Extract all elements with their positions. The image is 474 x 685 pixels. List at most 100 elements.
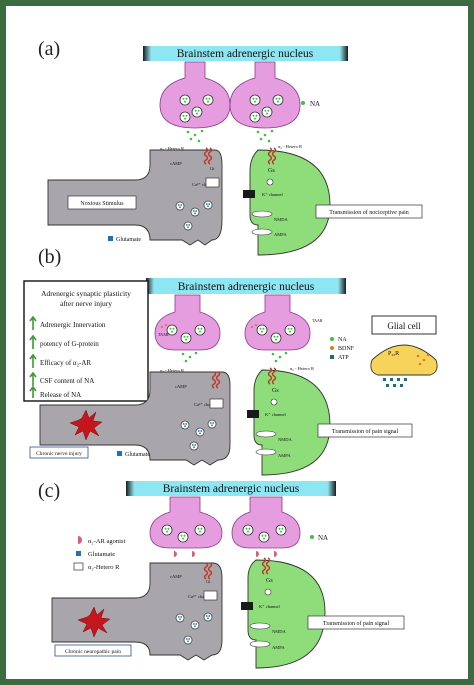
ca-channel-b (209, 398, 224, 409)
receptor-label-b-right: α₂ - Hetero R (290, 366, 314, 371)
glial-cell (370, 344, 438, 376)
postsynaptic-neuron-a (249, 149, 331, 256)
na-release-b (181, 351, 288, 363)
glial-bdnf-dots (416, 353, 430, 366)
gi-label-a: Gi (210, 166, 215, 171)
signal-box-c-text: Transmission of pain signal (323, 620, 390, 627)
noxious-stimulus-text: Noxious Stimulus (80, 201, 124, 207)
taar-label-b-2: TAAR (312, 318, 323, 323)
k-channel-a (243, 190, 255, 198)
plasticity-title-2: after nerve injury (60, 299, 112, 308)
ca-channel-label-b: Ca²⁺ channel (194, 402, 219, 407)
legend-c-hetero: α₂-Hetero R (88, 564, 120, 571)
nmda-label-a: NMDA (274, 217, 289, 222)
receptor-label-a-left: α₂ - Hetero R (160, 146, 184, 151)
svg-text:Release of NA: Release of NA (40, 391, 81, 399)
noxious-stimulus-box (67, 195, 137, 210)
agonist-markers-c (174, 551, 277, 557)
svg-text:CSF content of NA: CSF content of NA (40, 377, 94, 385)
signal-box-a (315, 204, 423, 219)
ca-channel-c (203, 590, 218, 601)
bdnf-legend-dot (330, 346, 334, 350)
presynaptic-terminal-right (229, 61, 301, 129)
up-arrow-icon (29, 315, 37, 330)
panel-b-letter: (b) (38, 246, 61, 268)
panel-b-title-bar (146, 278, 346, 294)
panel-c-letter: (c) (38, 480, 60, 502)
up-arrow-icon (29, 385, 37, 398)
glutamate-legend-square-c (76, 551, 81, 556)
legend-b-atp: ATP (338, 355, 349, 361)
plasticity-item: potency of G-protein (29, 334, 99, 349)
agonist-legend-icon (78, 536, 82, 544)
legend-c: α₂-AR agonist Glutamate α₂-Hetero R (73, 536, 125, 571)
injury-box (29, 446, 89, 459)
pain-box-text: Chronic neuropathic pain (65, 649, 121, 655)
gs-plus-c (264, 588, 272, 596)
panel-a-title-bar (143, 46, 348, 61)
gs-plus-a (266, 178, 274, 186)
gs-plus-b (270, 398, 278, 406)
receptor-label-a-right: α₂ - Hetero R (278, 144, 302, 149)
atp-legend-square (330, 355, 334, 359)
svg-text:Adrenergic Innervation: Adrenergic Innervation (40, 321, 106, 329)
ca-channel-a (205, 177, 220, 188)
gi-label-c: Gi (206, 579, 211, 584)
na-legend-label-c: NA (318, 534, 328, 542)
na-release-a (186, 129, 274, 143)
ampa-label-c: AMPA (272, 645, 285, 650)
svg-text:potency of G-protein: potency of G-protein (40, 340, 99, 348)
glutamate-legend-a: Glutamate (116, 237, 141, 243)
ca-channel-label-c: Ca²⁺ channel (188, 594, 213, 599)
legend-b: NA BDNF ATP (330, 337, 355, 361)
explosion-icon (77, 606, 111, 638)
ampa-label-b: AMPA (278, 453, 291, 458)
glial-cell-label: Glial cell (387, 321, 421, 331)
ca-channel-label-a: Ca²⁺ channel (192, 182, 217, 187)
legend-c-agonist: α₂-AR agonist (88, 538, 125, 545)
up-arrow-icon (29, 334, 37, 349)
nmda-label-c: NMDA (272, 629, 287, 634)
plasticity-title-1: Adrenergic synaptic plasticity (41, 289, 131, 298)
panel-a-title: Brainstem adrenergic nucleus (177, 48, 314, 60)
ampa-label-a: AMPA (274, 232, 287, 237)
taar-label-b-1: TAAR (158, 332, 169, 337)
camp-label-c: cAMP (170, 574, 182, 579)
signal-box-a-text: Transmission of nociceptive pain (329, 209, 409, 216)
na-legend-dot-c (310, 535, 314, 539)
panel-a-letter: (a) (38, 38, 60, 60)
k-channel-b (247, 410, 259, 418)
panel-c: (c) Brainstem adrenergic nucleus NA α₂-A… (38, 480, 405, 669)
glutamate-legend-square-a (108, 236, 113, 241)
dorsal-neuron-b (39, 371, 231, 466)
panel-a: (a) Brainstem adrenergic nucleus NA α₂ -… (38, 38, 423, 256)
injury-box-text: Chronic nerve injury (36, 451, 82, 457)
k-channel-label-c: K⁺ channel (259, 604, 280, 609)
panel-c-title-bar (126, 481, 336, 496)
presynaptic-terminal-left (159, 61, 231, 129)
na-legend-dot-a (301, 101, 305, 105)
bdnf-dots-b (160, 323, 258, 329)
plasticity-item: Efficacy of α₂-AR (29, 353, 91, 368)
signal-box-c (307, 615, 405, 630)
panel-b-title: Brainstem adrenergic nucleus (178, 281, 315, 293)
up-arrow-icon (29, 371, 37, 386)
plasticity-list: Adrenergic Innervation potency of G-prot… (29, 315, 106, 399)
gs-label-a: Gs (268, 168, 275, 174)
glutamate-legend-square-b (117, 451, 122, 456)
k-channel-c (241, 602, 253, 610)
presynaptic-terminal-b-right (244, 294, 311, 351)
pain-box (54, 644, 132, 657)
plasticity-box (23, 280, 149, 402)
legend-b-na: NA (338, 337, 347, 343)
gs-label-c: Gs (266, 578, 273, 584)
hetero-r-legend-icon (73, 562, 84, 571)
plasticity-item: Adrenergic Innervation (29, 315, 106, 330)
na-legend-dot-b (330, 337, 334, 341)
camp-label-a: cAMP (170, 161, 182, 166)
gs-label-b: Gs (272, 388, 279, 394)
k-channel-label-a: K⁺ channel (262, 192, 283, 197)
atp-squares (383, 378, 407, 387)
presynaptic-terminal-b-left (154, 294, 221, 351)
panel-b: (b) Brainstem adrenergic nucleus Adrener… (23, 246, 438, 476)
